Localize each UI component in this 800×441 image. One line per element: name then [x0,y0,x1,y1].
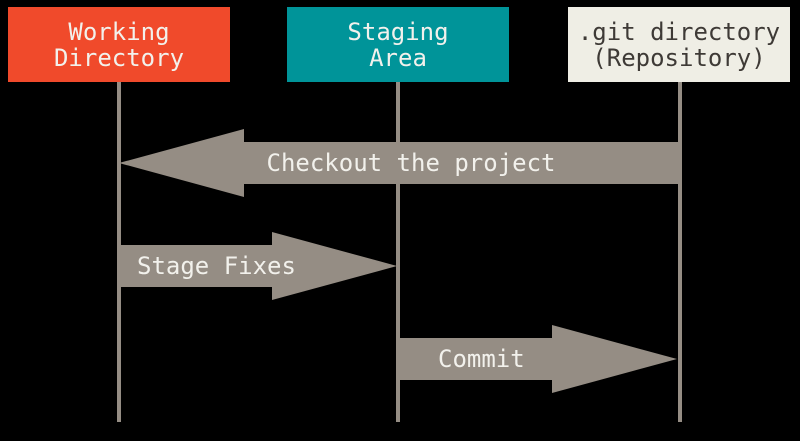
arrow-shaft [399,338,552,380]
box-staging-area: Staging Area [287,7,509,82]
arrowhead-left-icon [119,129,244,197]
box-staging-area-label: Staging Area [347,17,449,72]
box-git-directory: .git directory (Repository) [568,7,790,82]
timeline-staging-area [396,82,400,422]
arrowhead-right-icon [272,232,397,300]
arrow-commit-label: Commit [438,345,525,373]
arrow-stage-fixes: Stage Fixes [118,232,397,300]
arrow-shaft [118,245,272,287]
arrow-commit: Commit [399,325,677,393]
arrowhead-right-icon [552,325,677,393]
box-git-directory-label: .git directory (Repository) [577,17,781,72]
box-working-directory: Working Directory [8,7,230,82]
arrow-checkout-label: Checkout the project [266,149,556,177]
timeline-git-directory [678,82,682,422]
arrow-shaft [244,142,678,184]
box-working-directory-label: Working Directory [53,17,185,72]
arrow-checkout-the-project: Checkout the project [119,129,678,197]
arrow-stage-fixes-label: Stage Fixes [137,252,296,280]
